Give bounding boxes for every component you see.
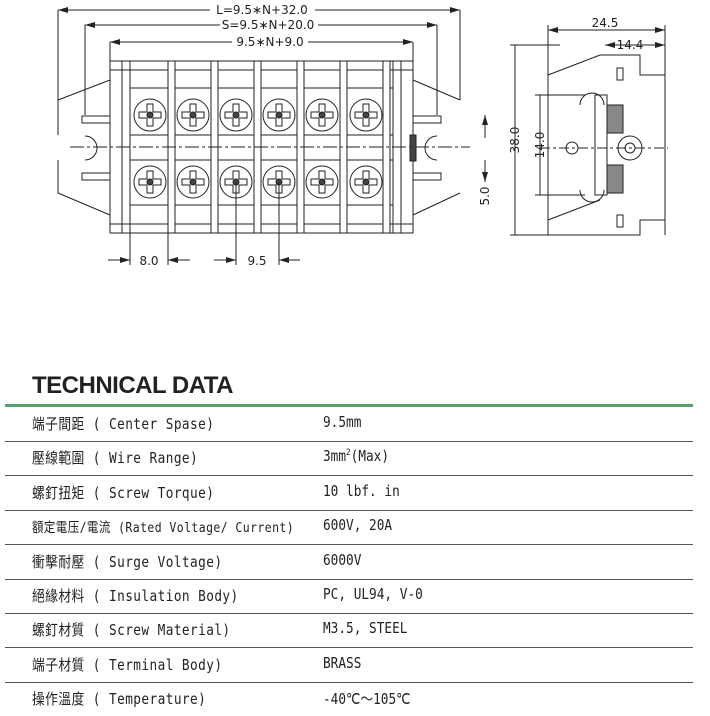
section-title: TECHNICAL DATA <box>32 372 233 399</box>
row-label: 螺釘扭矩 ( Screw Torque) <box>32 483 215 502</box>
dim-edge-label: 8.0 <box>139 254 158 268</box>
row-label: 額定電压/電流 (Rated Voltage/ Current) <box>32 520 295 537</box>
screw-icon <box>219 98 253 132</box>
row-label: 操作溫度 ( Temperature) <box>32 690 207 709</box>
row-value-text: BRASS <box>323 653 362 672</box>
terminal-block-drawing: L=9.5∗N+32.0 S=9.5∗N+20.0 9.5∗N+9.0 8.0 … <box>57 3 668 268</box>
dim-height-label: 38.0 <box>508 127 522 154</box>
row-label: 端子材質 ( Terminal Body) <box>32 655 223 674</box>
row-value: 6000V <box>323 551 361 569</box>
table-row: 端子材質 ( Terminal Body) BRASS <box>5 648 693 683</box>
table-row: 衝擊耐壓 ( Surge Voltage) 6000V <box>5 545 693 580</box>
row-label: 螺釘材質 ( Screw Material) <box>32 621 231 640</box>
row-value-text: 600V, 20A <box>323 516 393 535</box>
table-row: 壓線範圍 ( Wire Range) 3mm2(Max) <box>5 441 693 477</box>
dim-pitch-label: 9.5 <box>247 254 266 268</box>
row-label: 端子間距 ( Center Spase) <box>32 415 215 433</box>
table-row: 額定電压/電流 (Rated Voltage/ Current) 600V, 20… <box>5 510 693 546</box>
row-label: 絕緣材料 ( Insulation Body) <box>32 587 239 605</box>
row-value-text: -40℃～105℃ <box>323 690 411 709</box>
row-value-text: M3.5, STEEL <box>323 619 408 638</box>
row-label: 壓線範圍 ( Wire Range) <box>32 449 199 468</box>
screw-icon <box>176 165 210 199</box>
table-row: 端子間距 ( Center Spase) 9.5mm <box>5 407 693 442</box>
row-value-text: PC, UL94, V-0 <box>323 585 423 603</box>
row-value-text: 10 lbf. in <box>323 481 400 500</box>
screw-icon <box>305 98 339 132</box>
row-value: BRASS <box>323 654 361 672</box>
row-value-text: 6000V <box>323 550 362 569</box>
table-row: 螺釘扭矩 ( Screw Torque) 10 lbf. in <box>5 476 693 511</box>
screw-icon <box>349 165 383 199</box>
screw-icon <box>305 165 339 199</box>
title-divider <box>5 404 693 407</box>
row-value-suffix: (Max) <box>350 447 390 466</box>
row-value-text: 9.5mm <box>323 413 362 431</box>
dim-depth2-label: 14.4 <box>617 38 644 52</box>
dim-mount-label: 5.0 <box>478 186 492 205</box>
row-value: PC, UL94, V-0 <box>323 585 423 603</box>
row-value: -40℃～105℃ <box>323 688 410 709</box>
row-label: 衝擊耐壓 ( Surge Voltage) <box>32 552 223 571</box>
table-row: 絕緣材料 ( Insulation Body) PC, UL94, V-0 <box>5 579 693 614</box>
dim-depth-label: 24.5 <box>592 16 619 30</box>
row-value-text: 3mm <box>323 447 347 466</box>
row-value: M3.5, STEEL <box>323 619 407 637</box>
screw-icon <box>349 98 383 132</box>
superscript: 2 <box>346 448 351 459</box>
dim-span-label: S=9.5∗N+20.0 <box>222 18 315 32</box>
row-value: 10 lbf. in <box>323 482 400 500</box>
row-value: 600V, 20A <box>323 516 392 534</box>
screw-icon <box>133 165 167 199</box>
dim-length-label: L=9.5∗N+32.0 <box>216 3 308 17</box>
row-value: 3mm2(Max) <box>323 447 389 465</box>
dim-inner-label: 9.5∗N+9.0 <box>236 35 303 49</box>
row-value: 9.5mm <box>323 413 361 431</box>
screw-icon <box>262 98 296 132</box>
screw-icon <box>176 98 210 132</box>
dim-center-label: 14.0 <box>533 132 547 159</box>
screw-icon <box>133 98 167 132</box>
table-row: 操作溫度 ( Temperature) -40℃～105℃ <box>5 682 693 716</box>
table-row: 螺釘材質 ( Screw Material) M3.5, STEEL <box>5 613 693 649</box>
